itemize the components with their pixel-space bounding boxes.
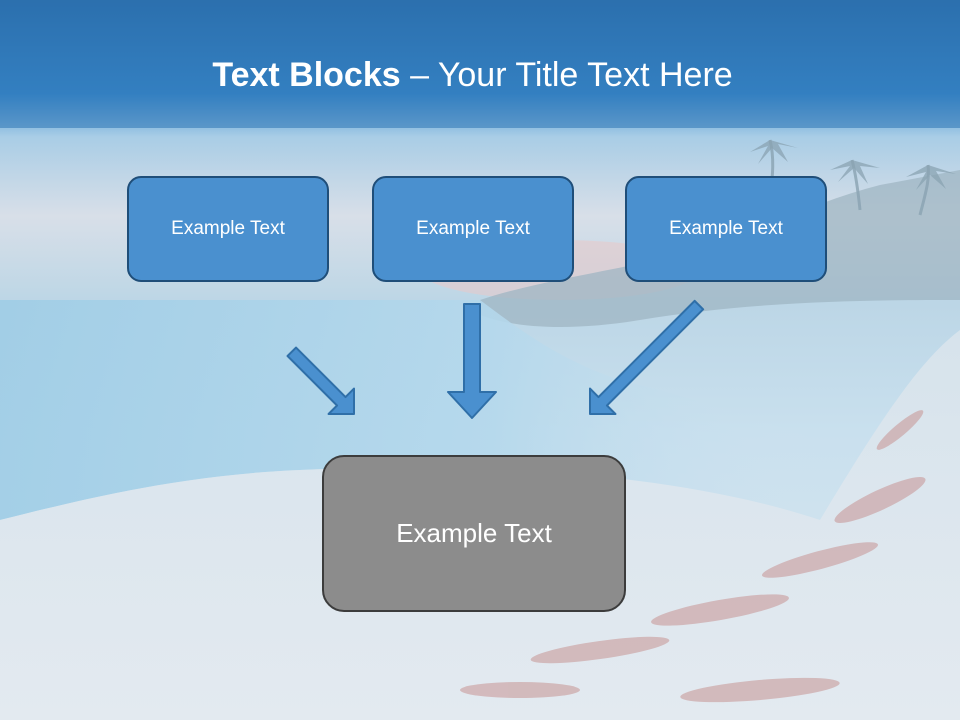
slide-title: Text Blocks – Your Title Text Here: [0, 52, 945, 98]
result-block-label: Example Text: [396, 518, 552, 548]
title-bold-text: Text Blocks: [212, 56, 401, 94]
arrow-down-icon: [447, 303, 497, 419]
text-block-3-label: Example Text: [669, 218, 783, 239]
arrow-down-left-icon: [589, 299, 705, 415]
text-block-2[interactable]: Example Text: [372, 176, 574, 282]
text-block-1[interactable]: Example Text: [127, 176, 329, 282]
title-dash: –: [400, 56, 438, 94]
text-block-3[interactable]: Example Text: [625, 176, 827, 282]
text-block-1-label: Example Text: [171, 218, 285, 239]
arrow-down-right-icon: [286, 346, 355, 415]
title-rest-text: Your Title Text Here: [437, 56, 733, 94]
text-block-2-label: Example Text: [416, 218, 530, 239]
result-block[interactable]: Example Text: [322, 455, 626, 612]
